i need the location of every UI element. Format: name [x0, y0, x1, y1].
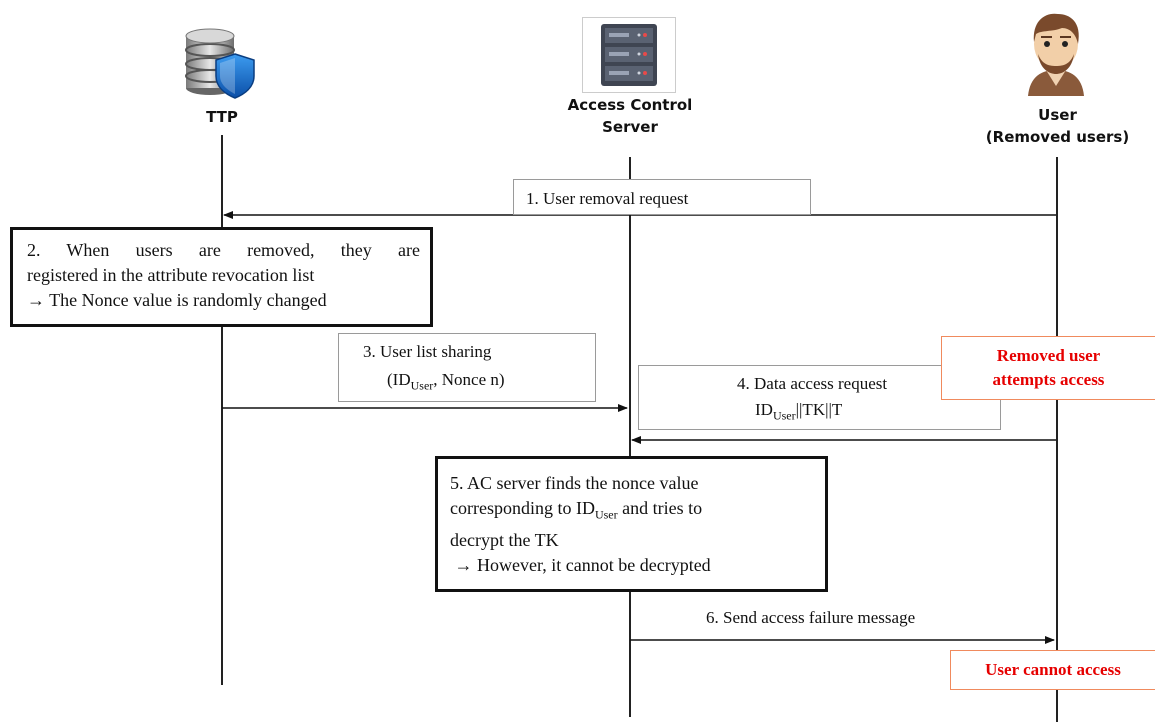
message-4-box: 4. Data access request IDUser||TK||T — [638, 365, 1001, 430]
database-shield-icon — [180, 20, 260, 100]
ttp-lifeline — [221, 135, 223, 685]
message-4-id-prefix: ID — [755, 400, 773, 419]
message-4-id-suffix: ||TK||T — [795, 400, 843, 419]
removed-user-note: Removed user attempts access — [941, 336, 1155, 400]
message-4-line2: IDUser||TK||T — [755, 398, 842, 427]
step-5-line2: corresponding to IDUser and tries to — [450, 496, 815, 528]
step-2-box: 2. When users are removed, they are regi… — [10, 227, 433, 327]
ttp-label: TTP — [206, 108, 238, 126]
step-5-line3: decrypt the TK — [450, 529, 559, 550]
message-3-id-prefix: (ID — [387, 370, 411, 389]
message-1-box: 1. User removal request — [513, 179, 811, 215]
server-label-line1: Access Control — [567, 96, 693, 114]
user-label-line1: User — [1038, 106, 1077, 124]
step-2-line3: → The Nonce value is randomly changed — [27, 290, 327, 310]
cannot-access-note-text: User cannot access — [985, 660, 1121, 679]
message-3-line1: 3. User list sharing — [363, 342, 492, 361]
user-lifeline — [1056, 157, 1058, 722]
message-6-text: 6. Send access failure message — [706, 608, 916, 627]
server-label-line2: Server — [602, 118, 658, 136]
cannot-access-note: User cannot access — [950, 650, 1155, 690]
server-label: Access Control Server — [555, 94, 705, 138]
message-1-text: 1. User removal request — [526, 189, 689, 208]
message-3-line2: (IDUser, Nonce n) — [387, 368, 505, 397]
step-2-line1: 2. When users are removed, they are — [27, 240, 420, 260]
user-label-line2: (Removed users) — [985, 128, 1130, 146]
user-avatar-icon — [1006, 4, 1106, 96]
message-4-line1: 4. Data access request — [737, 374, 888, 393]
message-3-id-suffix: , Nonce n) — [433, 370, 505, 389]
step-5-line1: 5. AC server finds the nonce value — [450, 473, 699, 493]
step-5-id-suffix: and tries to — [617, 498, 703, 518]
step-5-id-sub: User — [594, 507, 618, 522]
removed-user-note-line1: Removed user — [996, 346, 1101, 365]
server-lifeline — [629, 157, 631, 717]
step-2-line2: registered in the attribute revocation l… — [27, 265, 315, 285]
step-5-line4: → However, it cannot be decrypted — [450, 554, 711, 575]
message-3-box: 3. User list sharing (IDUser, Nonce n) — [338, 333, 596, 402]
message-4-id-sub: User — [772, 408, 796, 423]
user-label: User (Removed users) — [970, 104, 1145, 148]
step-5-box: 5. AC server finds the nonce value corre… — [435, 456, 828, 592]
server-rack-icon — [582, 17, 676, 93]
step-5-id-prefix: corresponding to ID — [450, 498, 595, 518]
message-3-id-sub: User — [410, 378, 434, 393]
removed-user-note-line2: attempts access — [992, 370, 1105, 389]
